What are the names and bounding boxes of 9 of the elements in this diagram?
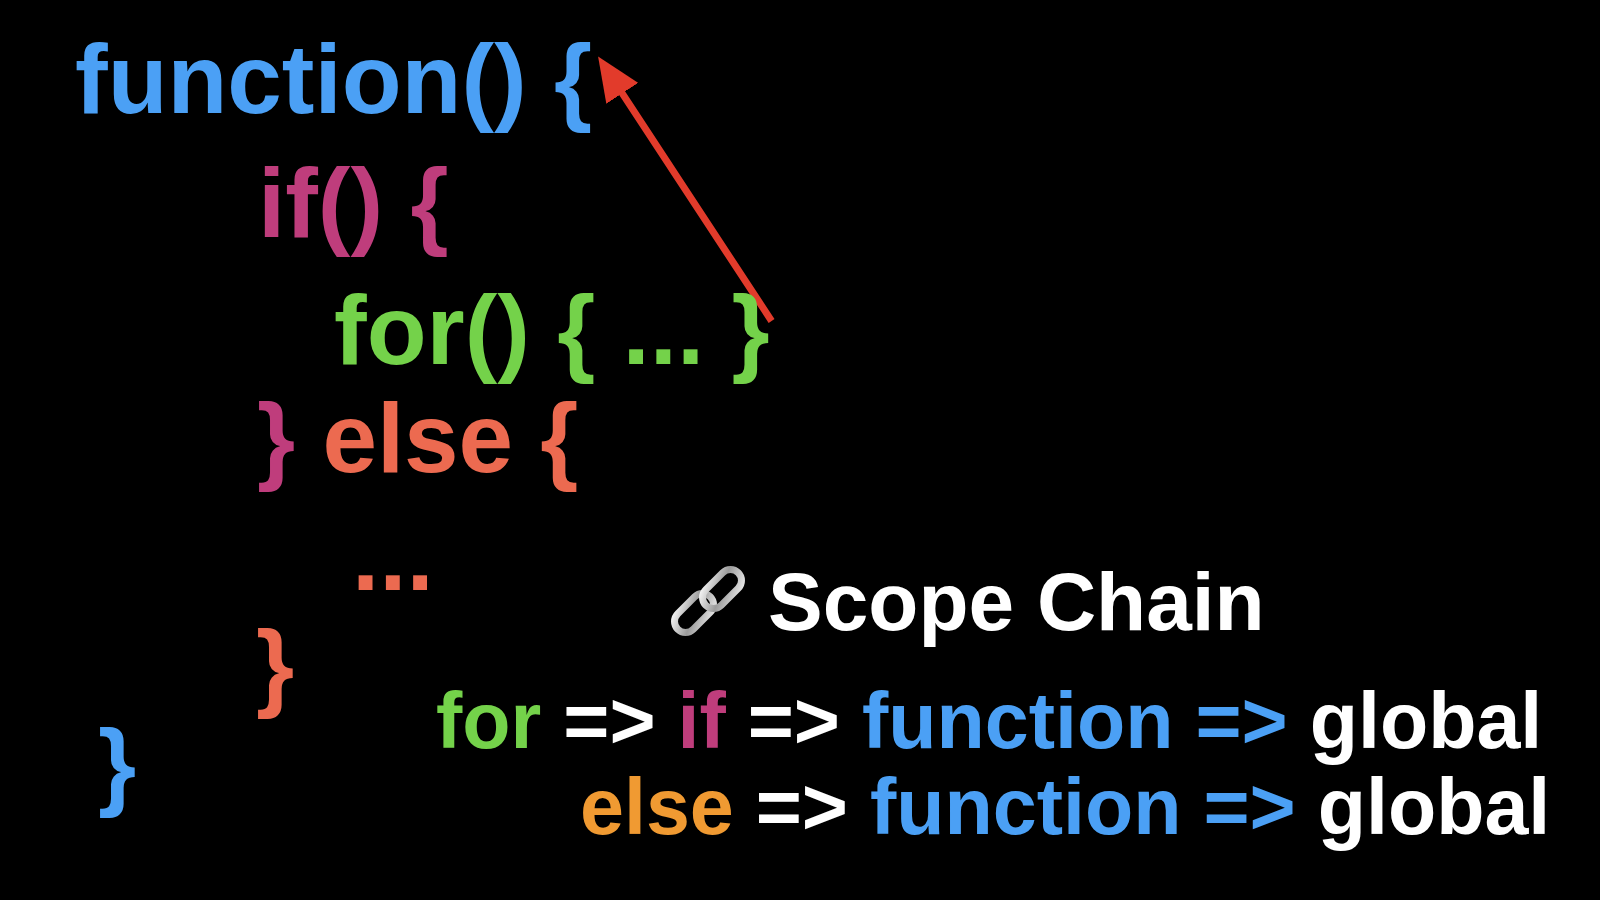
- scope-chain-text: for => if => function => global: [436, 676, 1543, 768]
- code-text: for() { ... }: [334, 273, 770, 387]
- arrow: [595, 54, 775, 323]
- code-text: }: [98, 707, 137, 821]
- code-text: function() {: [75, 22, 593, 136]
- code-text: if() {: [258, 146, 449, 260]
- scope-chain-heading: Scope Chain: [768, 555, 1265, 650]
- code-text: }: [256, 608, 295, 722]
- code-text: ...: [352, 499, 434, 613]
